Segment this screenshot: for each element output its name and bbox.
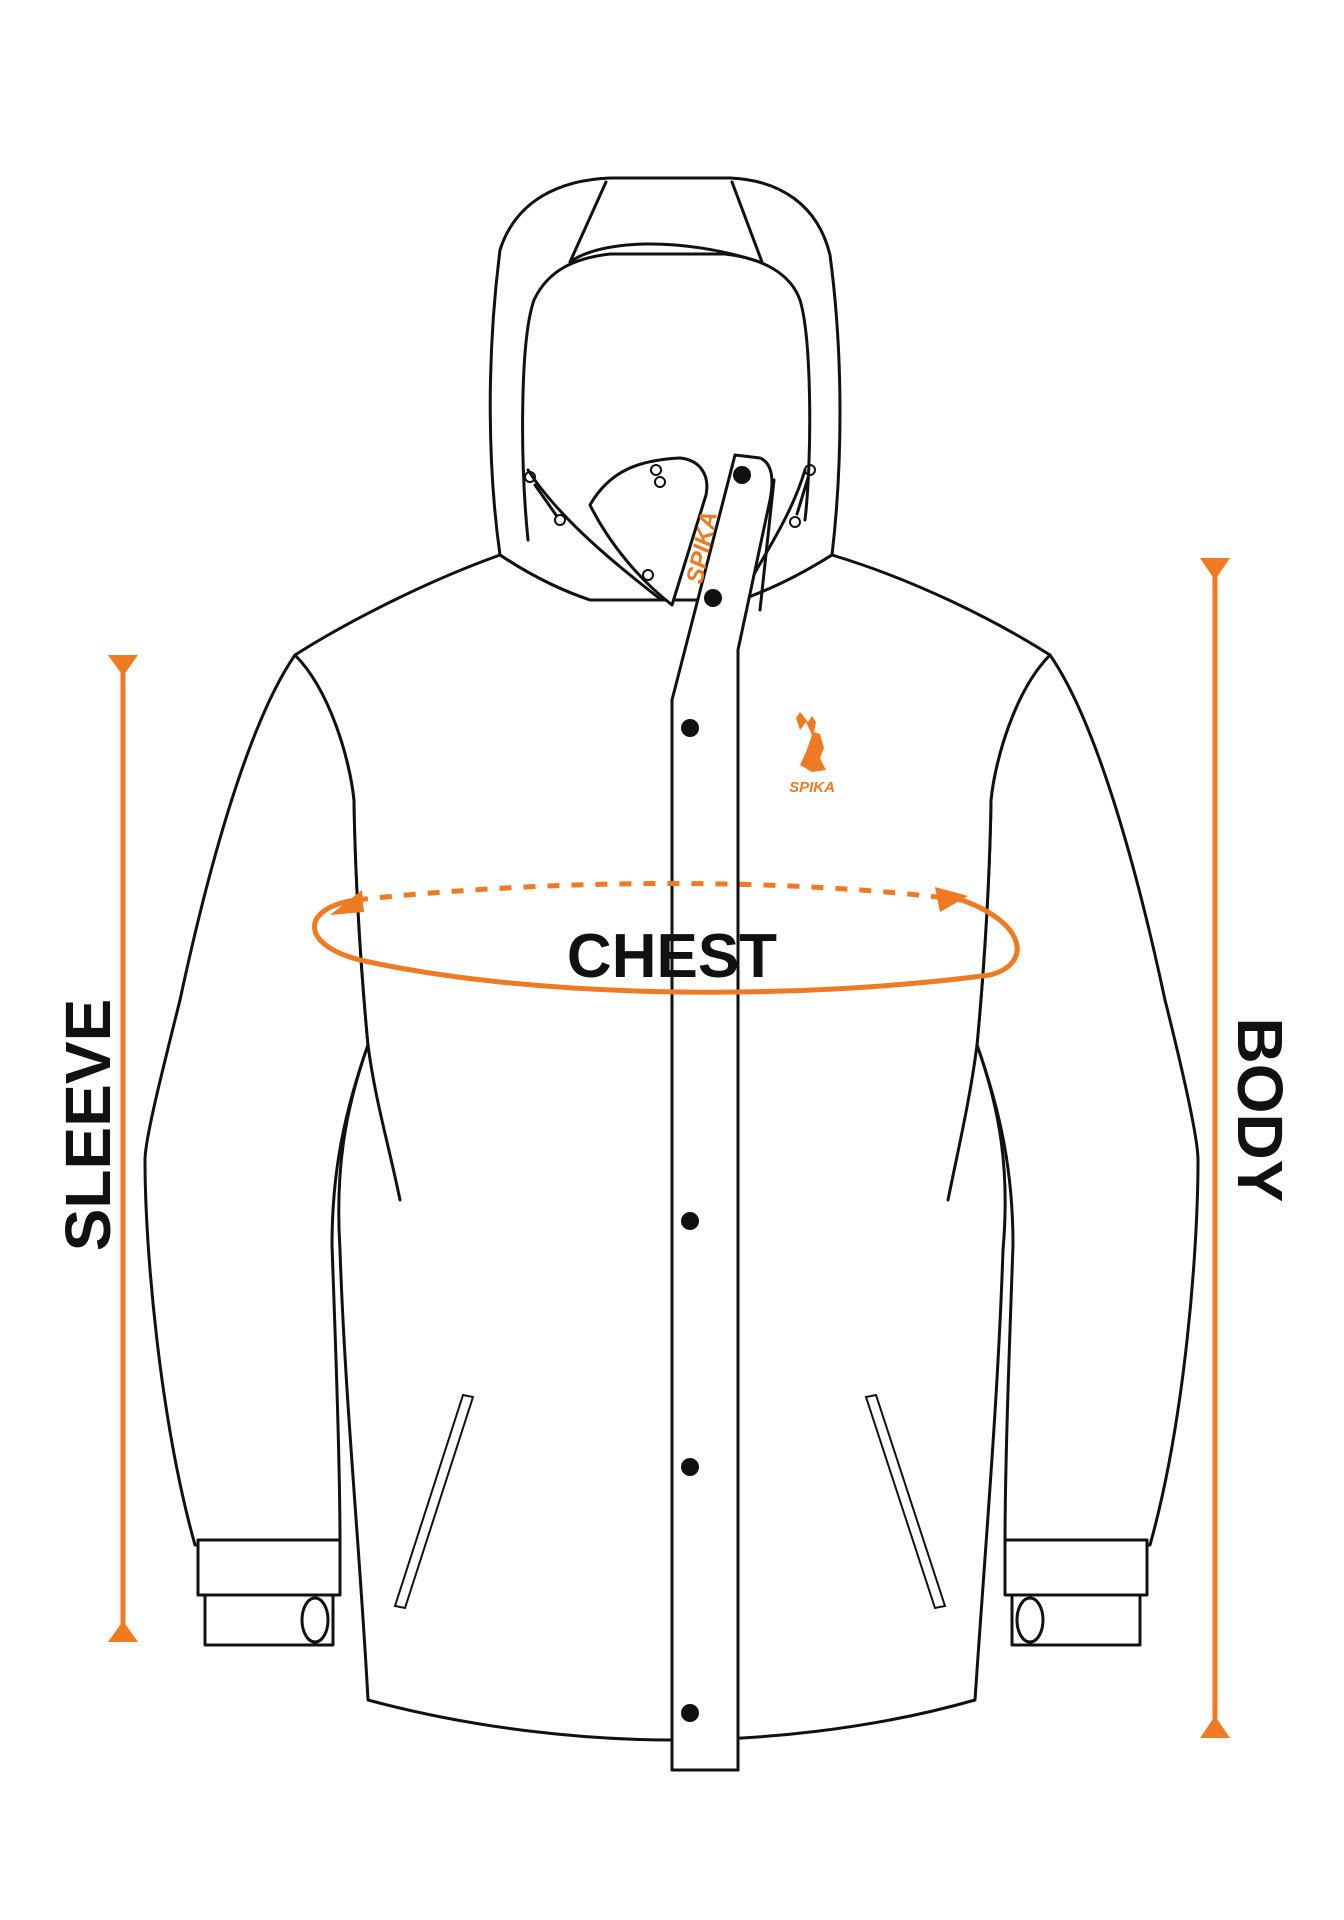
chest-arrow-right (935, 887, 968, 912)
sleeve-arrow-bottom (108, 1621, 138, 1642)
left-sleeve (143, 653, 370, 1647)
sleeve-arrow-top (108, 655, 138, 676)
body-label: BODY (1224, 1018, 1296, 1203)
placket: SPIKA (588, 453, 776, 1772)
chest-measurement: CHEST (312, 881, 1020, 995)
snap-button (681, 1212, 699, 1230)
snap-button (704, 589, 722, 607)
stag-icon (796, 712, 826, 772)
chest-label: CHEST (567, 922, 777, 991)
hood-drawcords (524, 464, 816, 528)
pockets (393, 1393, 947, 1610)
body-arrow-bottom (1200, 1716, 1230, 1738)
snap-button (681, 1704, 699, 1722)
sleeve-measurement: SLEEVE (52, 655, 138, 1642)
snap-button (733, 466, 751, 484)
sleeve-label: SLEEVE (52, 999, 124, 1252)
chest-logo-text: SPIKA (789, 779, 835, 796)
snap-button (681, 1458, 699, 1476)
right-sleeve (975, 653, 1200, 1647)
body-measurement: BODY (1200, 558, 1296, 1738)
snap-button (681, 719, 699, 737)
body-arrow-top (1200, 558, 1230, 580)
chest-arrow-left (330, 890, 364, 915)
chest-logo: SPIKA (789, 712, 835, 796)
